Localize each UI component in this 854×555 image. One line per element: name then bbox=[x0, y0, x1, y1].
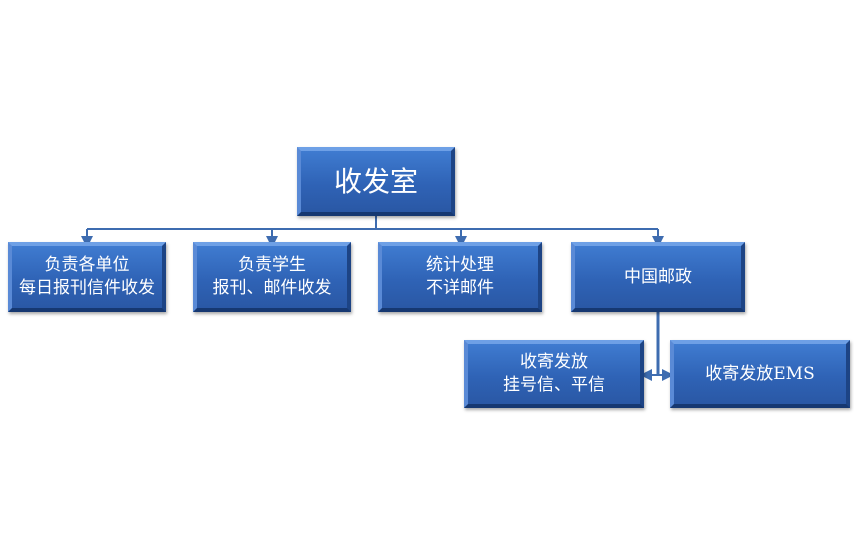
node-label-line1: 负责学生 bbox=[238, 255, 306, 276]
node-label-line2: 挂号信、平信 bbox=[503, 375, 605, 395]
node-label-line2: 报刊、邮件收发 bbox=[212, 278, 332, 298]
node-label-line1: 负责各单位 bbox=[44, 255, 130, 276]
node-label-line2: 不详邮件 bbox=[426, 278, 494, 298]
node-label-line1: 收寄发放EMS bbox=[705, 363, 815, 384]
node-student-mail: 负责学生 报刊、邮件收发 bbox=[193, 242, 351, 312]
node-label-line1: 收寄发放 bbox=[520, 352, 588, 373]
node-stats-unknown-mail: 统计处理 不详邮件 bbox=[378, 242, 542, 312]
root-node-mailroom: 收发室 bbox=[297, 147, 455, 216]
node-unit-mail: 负责各单位 每日报刊信件收发 bbox=[8, 242, 166, 312]
node-label-line2: 每日报刊信件收发 bbox=[19, 278, 155, 298]
node-registered-mail: 收寄发放 挂号信、平信 bbox=[464, 340, 644, 408]
node-china-post: 中国邮政 bbox=[571, 242, 745, 312]
root-node-label: 收发室 bbox=[333, 164, 418, 198]
node-label-line1: 统计处理 bbox=[426, 255, 494, 276]
node-ems: 收寄发放EMS bbox=[670, 340, 850, 408]
node-label-line1: 中国邮政 bbox=[624, 266, 692, 287]
